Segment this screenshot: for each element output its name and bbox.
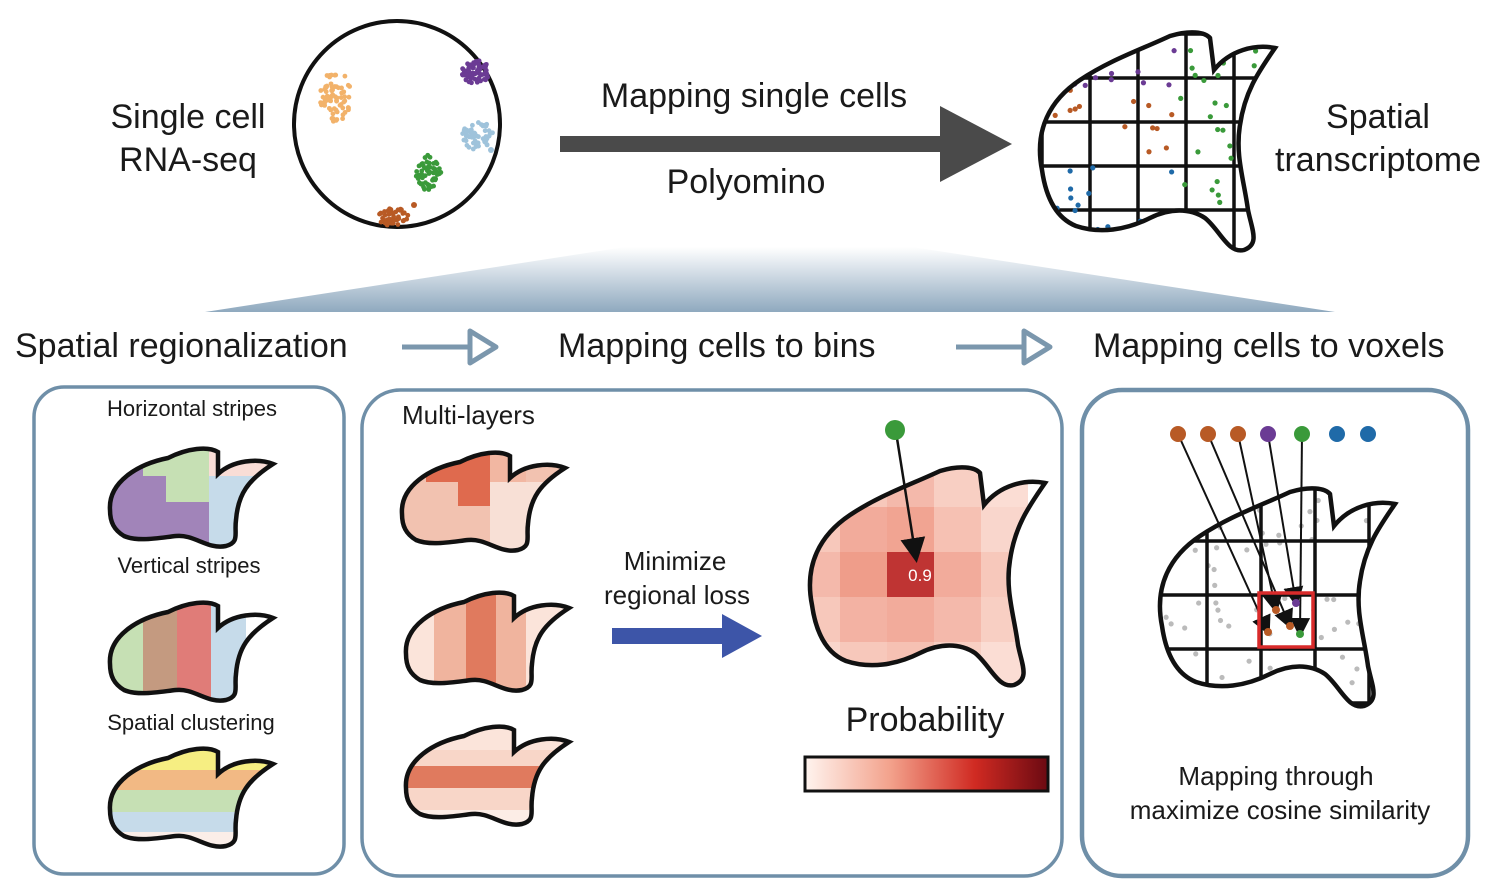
multilayer-tissue-1 — [390, 446, 590, 566]
probability-label: Probability — [845, 701, 1005, 739]
cell-clusters — [318, 58, 495, 228]
panel-voxels — [1079, 387, 1471, 879]
voxel-cells — [1170, 426, 1376, 638]
multilayer-tissue-3 — [394, 720, 594, 840]
horizontal-stripes-label: Horizontal stripes — [107, 396, 277, 421]
top-cell — [1260, 426, 1276, 442]
cluster-lightblue — [460, 120, 495, 152]
top-cell — [1200, 426, 1216, 442]
spatial-label-line2: transcriptome — [1275, 141, 1481, 179]
top-cell — [1170, 426, 1186, 442]
vertical-stripes-tissue — [98, 596, 286, 716]
mapped-cell-arrow — [885, 420, 926, 563]
main-mapping-arrow — [560, 106, 1012, 182]
minimize-label-line1: Minimize — [623, 546, 727, 576]
top-cell — [1329, 426, 1345, 442]
scrna-label-line2: RNA-seq — [119, 141, 257, 179]
polyomino-label: Polyomino — [666, 163, 826, 201]
top-cell — [1360, 426, 1376, 442]
panel-bins — [360, 388, 1064, 878]
probability-colorbar — [803, 755, 1050, 793]
cluster-orange — [318, 72, 353, 124]
step-arrow-2 — [956, 328, 1053, 366]
panel-regionalization — [32, 385, 346, 876]
zoom-fan — [205, 247, 1335, 312]
mapping-single-cells-label: Mapping single cells — [600, 77, 908, 115]
spatial-label-line1: Spatial — [1326, 98, 1430, 136]
probability-cell-value: 0.9 — [908, 566, 932, 585]
scrna-circle — [292, 19, 502, 229]
step-spatial-regionalization: Spatial regionalization — [15, 327, 348, 365]
step-mapping-cells-to-bins: Mapping cells to bins — [558, 327, 876, 365]
voxel-tissue — [1150, 486, 1410, 726]
spatial-clustering-tissue — [98, 742, 298, 862]
spatial-clustering-label: Spatial clustering — [107, 710, 275, 735]
voxel-caption-line2: maximize cosine similarity — [1129, 795, 1431, 825]
horizontal-stripes-tissue — [98, 442, 309, 562]
highlight-voxel-box — [1257, 591, 1315, 649]
minimize-label-line2: regional loss — [604, 580, 750, 610]
minimize-arrow — [612, 614, 762, 658]
cluster-purple — [459, 58, 491, 86]
cluster-brown — [377, 206, 411, 228]
scrna-label-line1: Single cell — [110, 98, 266, 136]
cluster-green — [413, 152, 444, 192]
multi-layers-label: Multi-layers — [402, 400, 535, 430]
step-mapping-cells-to-voxels: Mapping cells to voxels — [1093, 327, 1445, 365]
top-cell — [1230, 426, 1246, 442]
multilayer-tissue-2 — [394, 586, 586, 706]
step-arrow-1 — [402, 328, 499, 366]
spatial-transcriptome-tissue — [1030, 30, 1290, 270]
voxel-caption-line1: Mapping through — [1178, 761, 1374, 791]
vertical-stripes-label: Vertical stripes — [117, 553, 261, 578]
top-cell — [1294, 426, 1310, 442]
